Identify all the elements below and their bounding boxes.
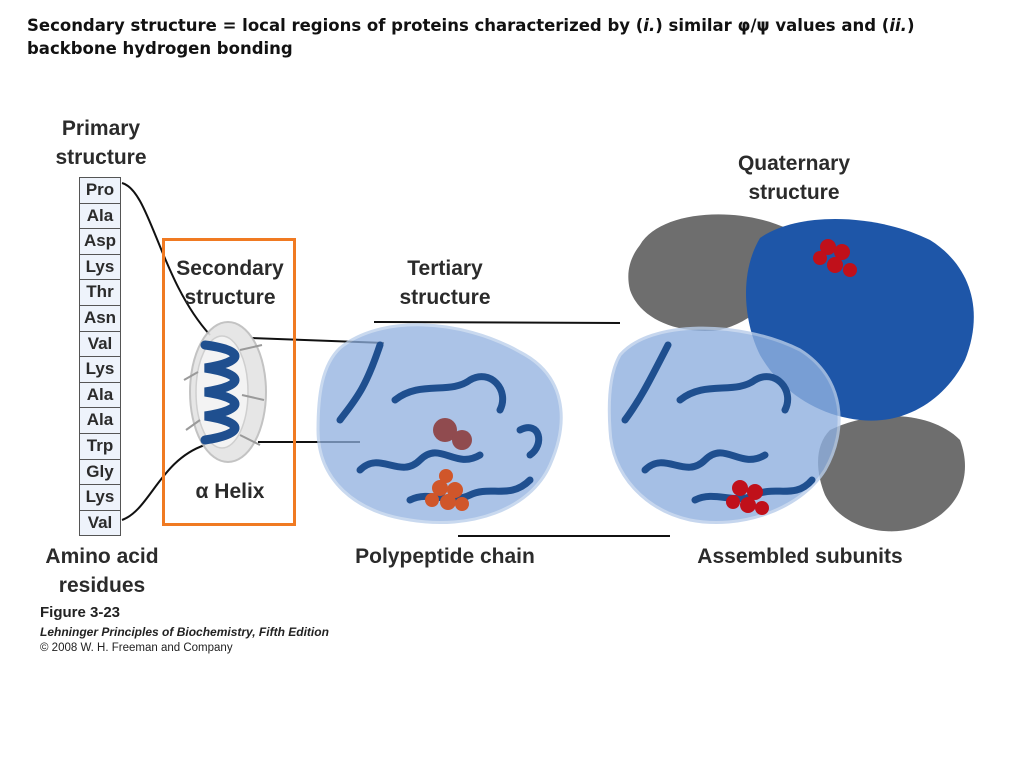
gray-subunit-bottom [818,416,965,532]
phi-psi-symbol: φ/ψ [737,16,770,35]
quaternary-structure-label: Quaternary structure [712,149,876,207]
title-ii: ii. [889,16,907,35]
primary-label-line2: structure [55,146,147,169]
slide-title: Secondary structure = local regions of p… [27,14,987,60]
residue-cell: Gly [80,460,120,486]
residue-cell: Val [87,512,113,532]
polypeptide-chain-label: Polypeptide chain [355,545,535,568]
residue-cell: Lys [80,485,120,511]
primary-label-line1: Primary [61,117,141,140]
quaternary-label-line1: Quaternary [737,152,851,175]
residue-cell: Asp [80,229,120,255]
amino-label-line1: Amino acid [45,545,159,568]
figure-copyright: © 2008 W. H. Freeman and Company [40,642,233,654]
residue-cell: Lys [80,357,120,383]
title-i: i. [643,16,656,35]
figure-number: Figure 3-23 [40,604,121,621]
quaternary-structure-model [607,214,974,532]
tertiary-structure-label: Tertiary structure [380,254,510,312]
residue-cell: Pro [80,178,120,204]
primary-structure-label: Primary structure [38,114,164,172]
secondary-label-line2: structure [184,286,276,309]
alpha-helix-model [183,321,267,463]
alpha-helix-label: α Helix [195,480,265,503]
residue-cell: Thr [80,280,120,306]
heme-group-bottom [726,480,769,515]
amino-label-line2: residues [58,574,146,597]
title-part-4: ) backbone hydrogen bonding [27,16,915,58]
tertiary-label-line2: structure [399,286,491,309]
residue-cell: Ala [80,408,120,434]
secondary-label-line1: Secondary [176,257,284,280]
title-part-2: ) similar [655,16,738,35]
assembled-subunits-label: Assembled subunits [697,545,903,568]
primary-to-secondary-top-line [121,182,211,336]
quaternary-label-line2: structure [748,181,840,204]
amino-acid-residues-label: Amino acid residues [30,542,174,600]
blue-subunit-transparent [607,326,841,525]
tertiary-to-quaternary-top-line [373,321,621,324]
residue-cell: Ala [80,383,120,409]
primary-to-secondary-bottom-line [121,444,206,521]
residue-cell: Asn [80,306,120,332]
tertiary-structure-model [316,323,563,524]
heme-group-top [813,239,857,277]
residue-cell: Val [80,332,120,358]
tertiary-label-line1: Tertiary [407,257,483,280]
residue-cell: Ala [80,204,120,230]
residue-cell: Lys [80,255,120,281]
residue-cell: Trp [80,434,120,460]
title-part-3: values and ( [769,16,890,35]
secondary-structure-highlight-box [162,238,296,526]
title-part-1: Secondary structure = local regions of p… [27,16,644,35]
secondary-structure-label: Secondary structure [164,254,296,312]
figure-book-title: Lehninger Principles of Biochemistry, Fi… [40,625,329,639]
